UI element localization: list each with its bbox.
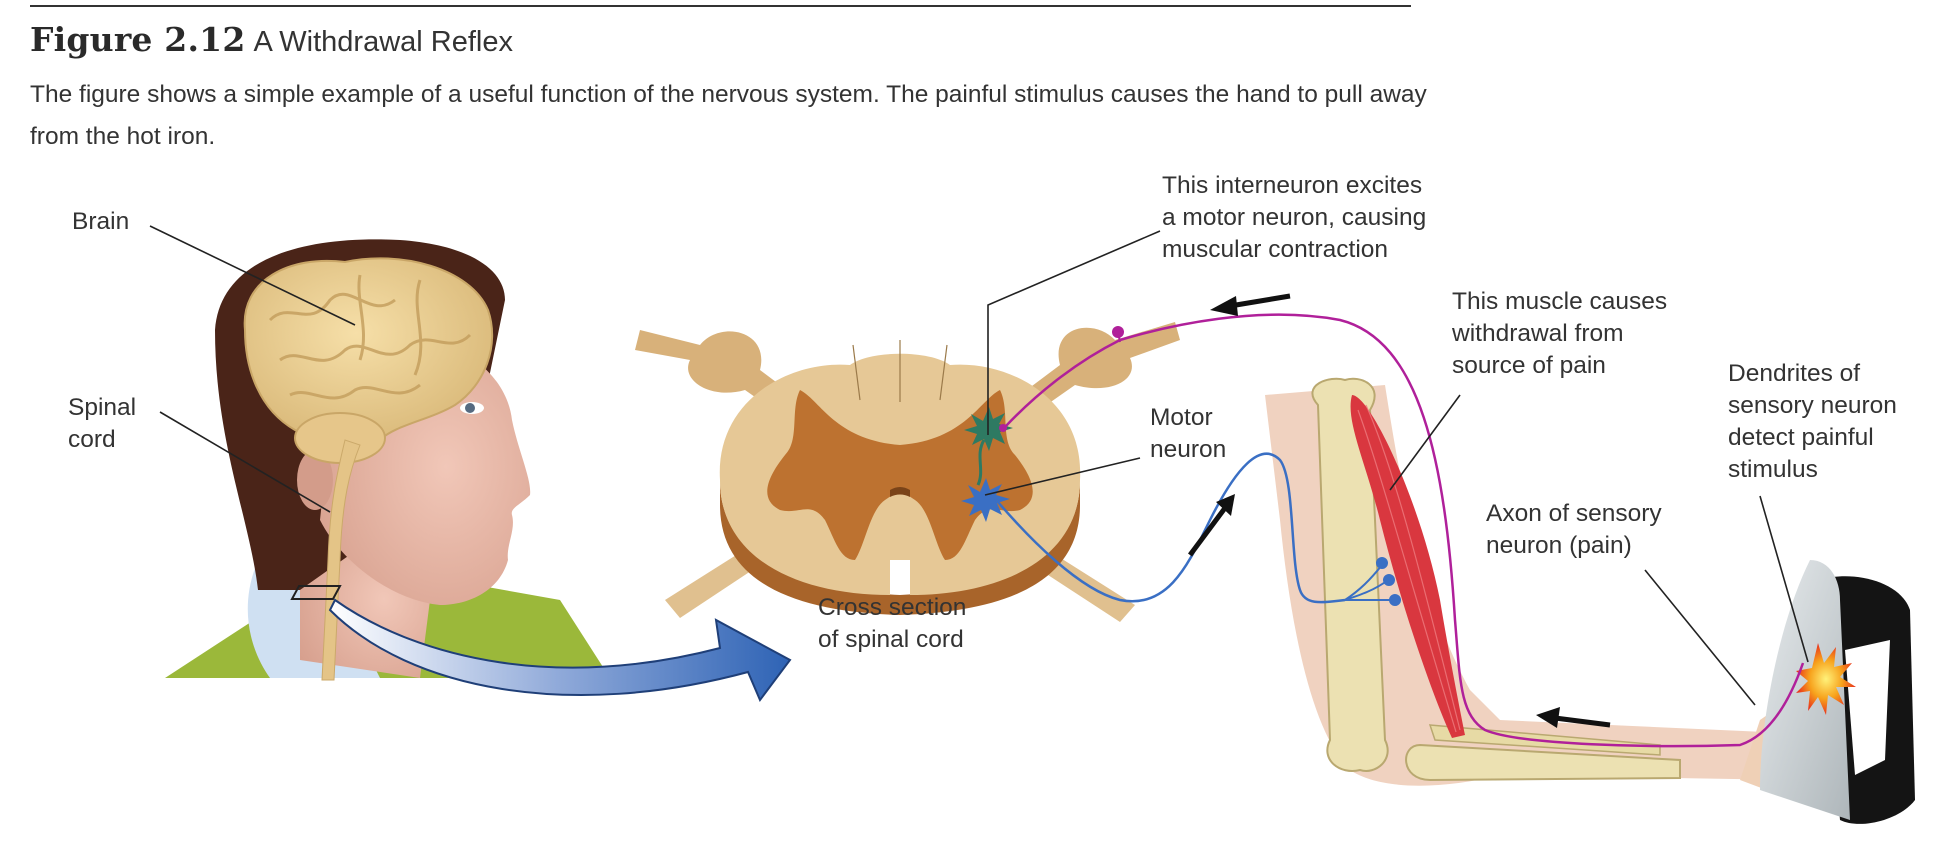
human-head [165, 239, 610, 681]
arm-skin [1265, 385, 1833, 786]
leader-interneuron [987, 230, 1161, 435]
label-interneuron: This interneuron excites a motor neuron,… [1162, 172, 1427, 263]
label-axon: Axon of sensory neuron (pain) [1486, 500, 1662, 559]
leader-axon [1644, 569, 1756, 706]
leader-lines [149, 225, 1809, 706]
figure-title: A Withdrawal Reflex [253, 26, 513, 58]
dorsal-root-right [1020, 322, 1180, 413]
iron-handle-opening [1845, 640, 1890, 775]
spinal-cord-cross-section [635, 322, 1180, 622]
motor-neuron-axon [991, 452, 1346, 604]
leader-brain [149, 225, 356, 326]
biceps-muscle [1350, 395, 1465, 738]
neuromuscular-junctions [1344, 557, 1401, 606]
leader-spinal-cord [159, 411, 331, 513]
label-brain: Brain [72, 208, 130, 235]
section-marker [290, 585, 342, 600]
leader-motor-neuron [984, 457, 1141, 496]
label-dendrites: Dendrites of sensory neuron detect painf… [1728, 360, 1897, 483]
spinal-cord [321, 439, 361, 681]
figure-caption: The figure shows a simple example of a u… [30, 81, 1427, 150]
zoom-arrow [328, 598, 792, 702]
direction-arrows [1187, 293, 1611, 728]
arrow-left-top [1229, 293, 1291, 309]
label-motor-neuron: Motor neuron [1150, 404, 1227, 463]
central-canal [890, 487, 910, 497]
label-spinal-cord: Spinal cord [68, 394, 137, 453]
sensory-neuron-axon [1004, 313, 1805, 748]
brain-gyri [268, 274, 472, 400]
ulna [1405, 743, 1681, 782]
figure-number: Figure 2.12 [30, 20, 246, 59]
label-muscle: This muscle causes withdrawal from sourc… [1452, 288, 1668, 379]
pain-burst-icon [1796, 643, 1856, 715]
cerebellum [294, 412, 386, 464]
arm [1265, 377, 1915, 824]
leader-muscle [1389, 394, 1461, 491]
label-cross-section: Cross section of spinal cord [818, 594, 967, 653]
brain [243, 257, 494, 447]
top-rule [30, 5, 1411, 7]
arrow-left-forearm [1554, 715, 1611, 728]
gray-matter [767, 390, 1033, 560]
arrow-up-right [1187, 506, 1228, 557]
motor-neuron-cell [961, 478, 1010, 522]
ear [297, 450, 333, 510]
leader-dendrites [1759, 495, 1809, 663]
